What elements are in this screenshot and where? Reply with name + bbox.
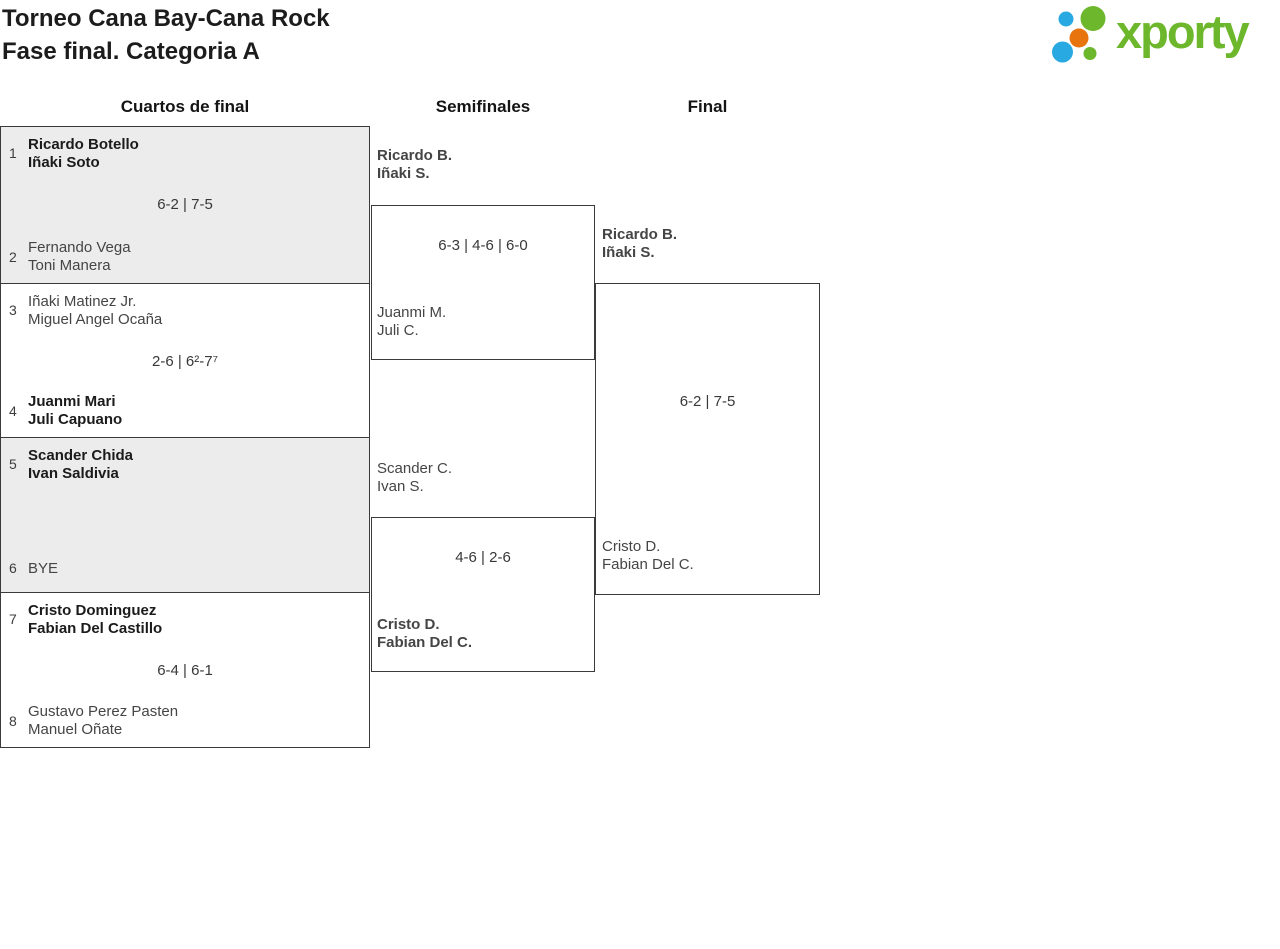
team-name-line: Iñaki S.: [602, 244, 655, 261]
team-pair: Fernando Vega Toni Manera: [28, 239, 131, 275]
team-pair: Juanmi Mari Juli Capuano: [28, 393, 122, 429]
match-semifinal-2: 4-6 | 2-6: [371, 517, 595, 672]
team-name-line: Iñaki Matinez Jr.: [28, 293, 137, 310]
team-name-line: Juli C.: [377, 322, 419, 339]
team-name-line: Juli Capuano: [28, 411, 123, 428]
seed-label: 4: [9, 403, 17, 419]
match-score: 6-4 | 6-1: [157, 662, 213, 679]
final-top-team: Ricardo B. Iñaki S.: [602, 226, 677, 262]
team-name-line: Manuel Oñate: [28, 721, 123, 738]
team-name-line: Ivan S.: [377, 478, 424, 495]
team-name-line: Scander Chida: [28, 447, 134, 464]
semifinal-2-top-team: Scander C. Ivan S.: [377, 460, 452, 496]
match-score: 2-6 | 6²-7⁷: [151, 353, 218, 370]
round-header-final: Final: [687, 97, 728, 116]
team-pair: Cristo Dominguez Fabian Del Castillo: [28, 602, 162, 638]
seed-label: 2: [9, 249, 17, 265]
team-name-line: Scander C.: [377, 460, 453, 477]
team-name-line: Ricardo B.: [377, 147, 453, 164]
team-name-line: Juanmi Mari: [28, 393, 116, 410]
match-quarterfinal-4: 7 Cristo Dominguez Fabian Del Castillo 6…: [1, 592, 369, 747]
final-bottom-team: Cristo D. Fabian Del C.: [602, 538, 694, 574]
team-pair: BYE: [28, 560, 58, 578]
team-pair: Scander Chida Ivan Saldivia: [28, 447, 133, 483]
team-name-line: Iñaki Soto: [28, 154, 100, 171]
team-name-line: Fabian Del C.: [602, 556, 694, 573]
team-name-line: Fernando Vega: [28, 239, 131, 256]
team-name-line: Ivan Saldivia: [28, 465, 119, 482]
semifinal-1-top-team: Ricardo B. Iñaki S.: [377, 147, 452, 183]
team-name-line: Juanmi M.: [377, 304, 447, 321]
match-quarterfinal-3: 5 Scander Chida Ivan Saldivia 6 BYE: [1, 437, 369, 592]
match-score: 6-2 | 7-5: [679, 393, 736, 410]
tournament-phase: Fase final. Categoria A: [2, 38, 260, 65]
seed-label: 6: [9, 560, 17, 576]
semifinal-2-bottom-team: Cristo D. Fabian Del C.: [377, 616, 472, 652]
team-pair: Iñaki Matinez Jr. Miguel Angel Ocaña: [28, 293, 162, 329]
team-name-line: Cristo Dominguez: [28, 602, 157, 619]
team-name-line: Gustavo Perez Pasten: [28, 703, 179, 720]
team-name-line: Miguel Angel Ocaña: [28, 311, 163, 328]
match-quarterfinal-1: 1 Ricardo Botello Iñaki Soto 6-2 | 7-5 2…: [1, 127, 369, 283]
team-name-line: Fabian Del C.: [377, 634, 473, 651]
team-name-line: Cristo D.: [377, 616, 440, 633]
team-name-line: Ricardo Botello: [28, 136, 139, 153]
seed-label: 3: [9, 302, 17, 318]
seed-label: 8: [9, 713, 17, 729]
seed-label: 1: [9, 145, 17, 161]
match-score: 6-3 | 4-6 | 6-0: [438, 237, 528, 254]
team-name-line: Ricardo B.: [602, 226, 678, 243]
team-pair: Ricardo Botello Iñaki Soto: [28, 136, 139, 172]
team-name-line: Toni Manera: [28, 257, 111, 274]
seed-label: 7: [9, 611, 17, 627]
match-quarterfinal-2: 3 Iñaki Matinez Jr. Miguel Angel Ocaña 2…: [1, 283, 369, 437]
page-title: Torneo Cana Bay-Cana Rock Fase final. Ca…: [2, 2, 330, 68]
match-semifinal-1: 6-3 | 4-6 | 6-0: [371, 205, 595, 360]
seed-label: 5: [9, 456, 17, 472]
team-name-line: BYE: [28, 560, 59, 577]
match-final: 6-2 | 7-5: [595, 283, 820, 595]
semifinal-1-bottom-team: Juanmi M. Juli C.: [377, 304, 446, 340]
quarterfinals-column: 1 Ricardo Botello Iñaki Soto 6-2 | 7-5 2…: [0, 126, 370, 748]
xporty-logo-dots-icon: [1052, 6, 1106, 63]
tournament-name: Torneo Cana Bay-Cana Rock: [2, 5, 330, 32]
team-name-line: Iñaki S.: [377, 165, 430, 182]
xporty-logo[interactable]: xporty: [1116, 5, 1250, 58]
round-header-quarterfinals: Cuartos de final: [120, 97, 250, 116]
team-pair: Gustavo Perez Pasten Manuel Oñate: [28, 703, 178, 739]
match-score: 4-6 | 2-6: [455, 549, 511, 566]
team-name-line: Cristo D.: [602, 538, 661, 555]
team-name-line: Fabian Del Castillo: [28, 620, 163, 637]
round-header-semifinals: Semifinales: [435, 97, 531, 116]
match-score: 6-2 | 7-5: [157, 196, 213, 213]
